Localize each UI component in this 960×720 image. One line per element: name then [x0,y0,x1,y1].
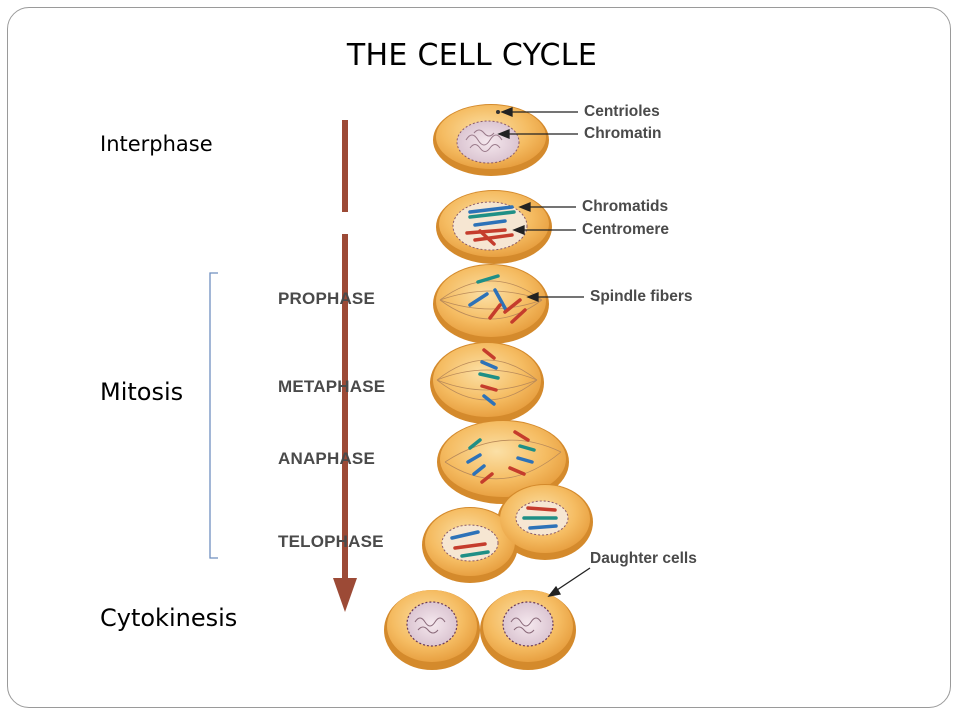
stage-label-cytokinesis: Cytokinesis [100,604,238,632]
page-title: THE CELL CYCLE [346,38,598,73]
callout-centrioles: Centrioles [584,103,660,120]
callout-chromatids: Chromatids [582,198,669,215]
phase-label-anaphase: ANAPHASE [278,449,376,468]
callout-spindle-fibers: Spindle fibers [590,288,693,305]
callout-centromere: Centromere [582,221,669,238]
timeline-arrow [333,120,357,612]
mitosis-bracket [209,272,218,559]
phase-label-telophase: TELOPHASE [278,532,384,551]
daughter-cell-right [480,590,576,670]
phase-label-metaphase: METAPHASE [278,377,386,396]
cell-interphase [433,104,549,176]
callout-daughter-cells: Daughter cells [590,550,697,567]
cell-telophase [422,484,593,583]
stage-label-interphase: Interphase [100,132,213,156]
stage-label-mitosis: Mitosis [100,378,184,406]
callout-chromatin: Chromatin [584,125,662,142]
daughter-cell-left [384,590,480,670]
callout-arrows [497,107,591,597]
cell-anaphase [437,420,569,504]
cell-prophase [433,264,549,344]
cell-metaphase [430,342,544,424]
phase-label-prophase: PROPHASE [278,289,376,308]
cell-chromatids [436,190,552,264]
